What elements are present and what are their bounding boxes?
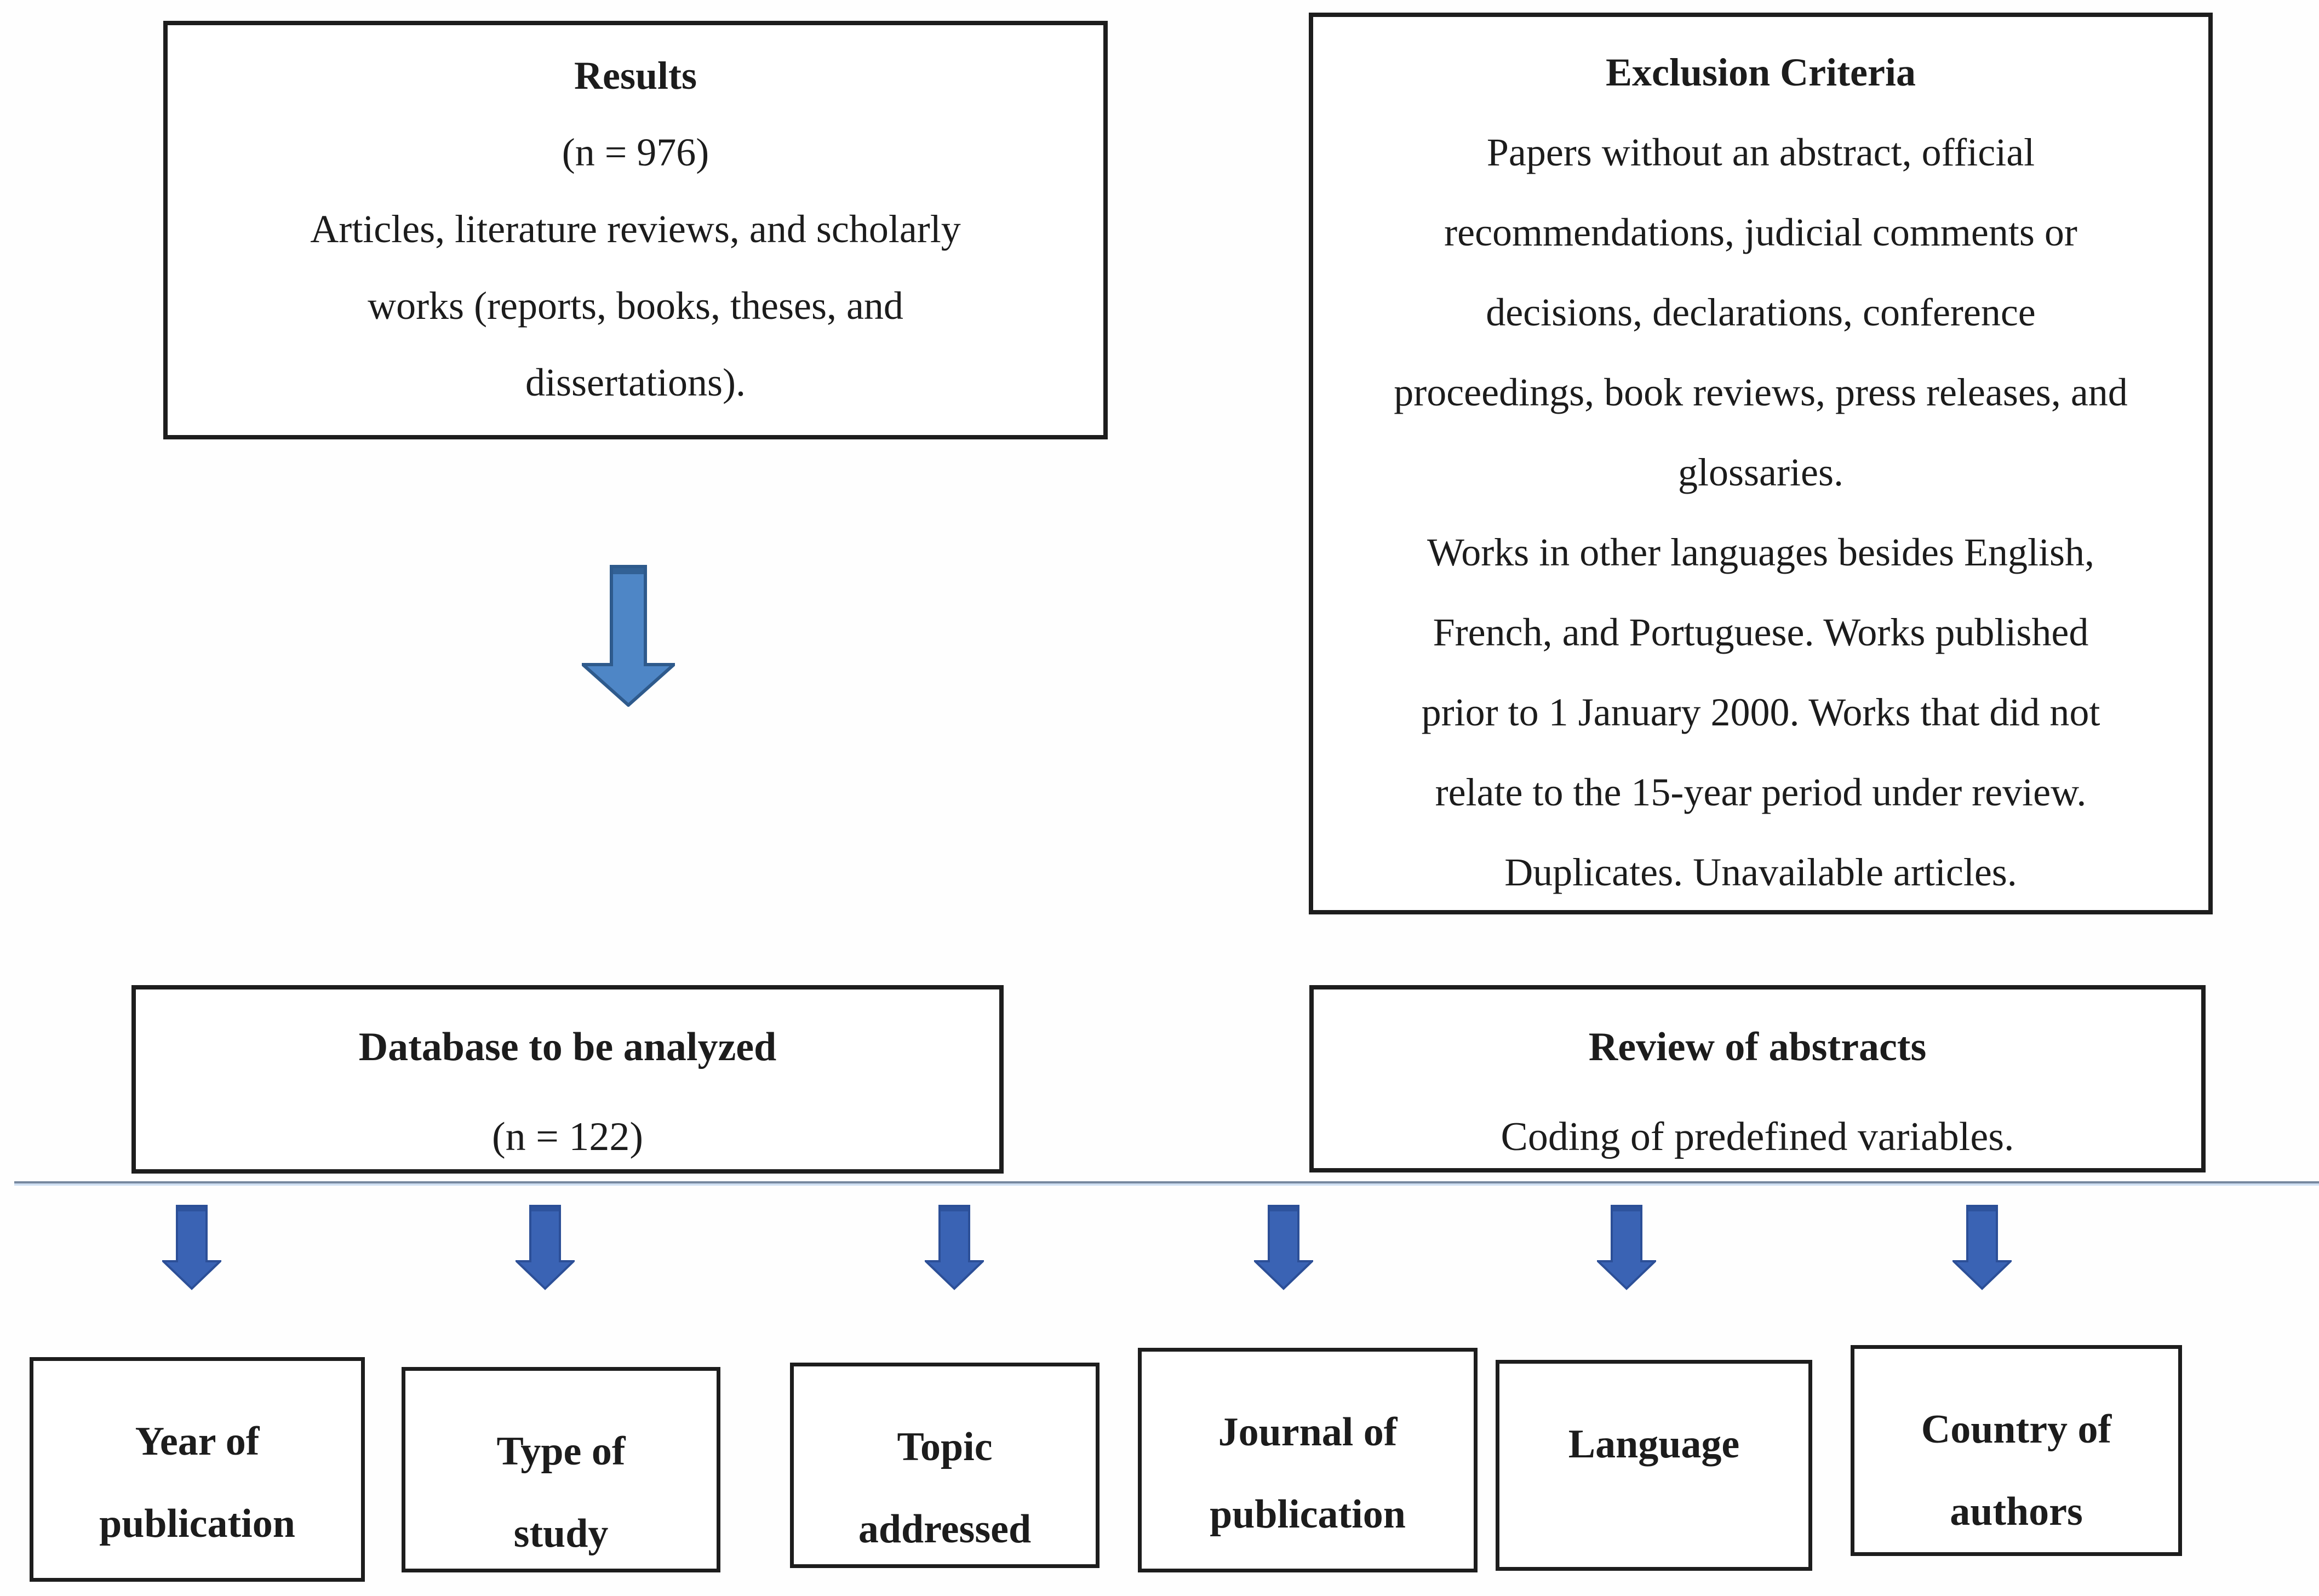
- exclusion-line: decisions, declarations, conference: [1486, 290, 2036, 334]
- variable-box-journal-of-publication: Journal of publication: [1138, 1348, 1478, 1572]
- variable-label-line: publication: [1210, 1492, 1406, 1537]
- down-arrow-icon-2: [516, 1205, 575, 1290]
- variable-box-type-of-study: Type of study: [402, 1367, 720, 1572]
- section-divider-line: [14, 1181, 2319, 1186]
- variable-label-line: study: [513, 1511, 609, 1556]
- exclusion-line: Papers without an abstract, official: [1486, 130, 2035, 174]
- exclusion-title: Exclusion Criteria: [1606, 50, 1916, 94]
- results-box: Results (n = 976) Articles, literature r…: [163, 21, 1108, 439]
- variable-box-language: Language: [1496, 1360, 1812, 1571]
- review-of-abstracts-box: Review of abstracts Coding of predefined…: [1309, 985, 2206, 1172]
- exclusion-line: Duplicates. Unavailable articles.: [1504, 850, 2017, 894]
- down-arrow-icon-5: [1597, 1205, 1656, 1290]
- variable-label-line: Country of: [1921, 1407, 2112, 1452]
- variable-label-line: Journal of: [1218, 1410, 1398, 1455]
- variable-label-line: publication: [99, 1501, 295, 1546]
- down-arrow-icon-4: [1254, 1205, 1313, 1290]
- variable-label-line: Year of: [135, 1419, 260, 1464]
- variable-label-line: Type of: [496, 1429, 626, 1474]
- variable-box-country-of-authors: Country of authors: [1851, 1345, 2182, 1556]
- results-count: (n = 976): [562, 130, 709, 174]
- exclusion-line: prior to 1 January 2000. Works that did …: [1421, 690, 2100, 734]
- down-arrow-icon-3: [925, 1205, 984, 1290]
- variable-label-line: Language: [1568, 1422, 1740, 1467]
- down-arrow-icon-1: [162, 1205, 221, 1290]
- review-subtitle: Coding of predefined variables.: [1501, 1114, 2014, 1159]
- variable-box-topic-addressed: Topic addressed: [790, 1363, 1100, 1568]
- database-count: (n = 122): [491, 1114, 644, 1159]
- results-line: works (reports, books, theses, and: [368, 284, 903, 328]
- exclusion-criteria-box: Exclusion Criteria Papers without an abs…: [1309, 13, 2213, 914]
- exclusion-line: relate to the 15-year period under revie…: [1435, 770, 2087, 814]
- exclusion-line: glossaries.: [1678, 450, 1843, 494]
- database-title: Database to be analyzed: [358, 1025, 777, 1069]
- results-line: Articles, literature reviews, and schola…: [310, 207, 961, 251]
- exclusion-line: proceedings, book reviews, press release…: [1394, 370, 2128, 414]
- review-title: Review of abstracts: [1588, 1025, 1927, 1069]
- results-line: dissertations).: [525, 361, 746, 404]
- variable-label-line: authors: [1950, 1489, 2083, 1534]
- down-arrow-icon-large: [582, 565, 675, 707]
- exclusion-line: French, and Portuguese. Works published: [1433, 610, 2089, 654]
- results-title: Results: [574, 54, 697, 98]
- variable-label-line: Topic: [897, 1425, 993, 1469]
- exclusion-line: recommendations, judicial comments or: [1444, 210, 2077, 254]
- exclusion-line: Works in other languages besides English…: [1427, 530, 2094, 574]
- database-box: Database to be analyzed (n = 122): [131, 985, 1004, 1174]
- variable-box-year-of-publication: Year of publication: [30, 1357, 365, 1582]
- down-arrow-icon-6: [1952, 1205, 2012, 1290]
- variable-label-line: addressed: [858, 1507, 1032, 1552]
